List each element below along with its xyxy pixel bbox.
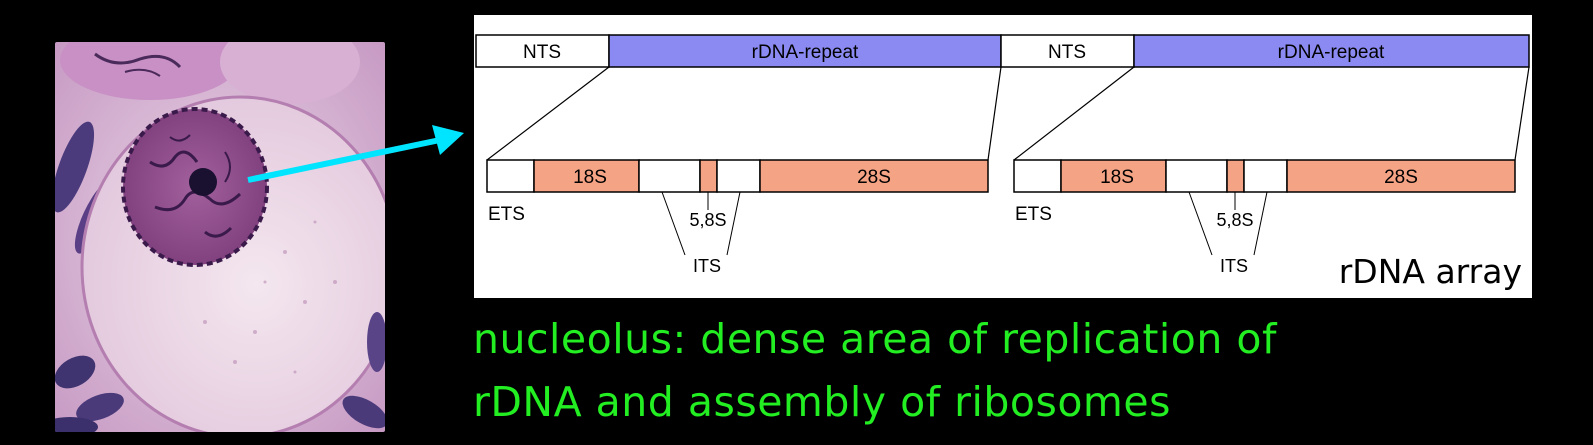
its-label: ITS xyxy=(1220,256,1248,276)
its1-segment xyxy=(1166,160,1227,192)
ets-label: ETS xyxy=(488,204,525,225)
pointer-arrow-head xyxy=(432,125,464,155)
18s-label: 18S xyxy=(1100,167,1134,188)
nts-label-1: NTS xyxy=(523,42,561,63)
ets-label: ETS xyxy=(1015,204,1052,225)
its-label: ITS xyxy=(693,256,721,276)
rdna-array-label: rDNA array xyxy=(1339,252,1522,291)
28s-label: 28S xyxy=(857,167,891,188)
5-8s-label: 5,8S xyxy=(1216,210,1253,230)
5-8s-segment xyxy=(700,160,717,192)
pointer-arrow-shaft xyxy=(248,140,440,180)
nts-label-2: NTS xyxy=(1048,42,1086,63)
ets-segment xyxy=(1014,160,1061,192)
caption-line-2: rDNA and assembly of ribosomes xyxy=(473,378,1171,426)
5-8s-label: 5,8S xyxy=(689,210,726,230)
its1-segment xyxy=(639,160,700,192)
18s-label: 18S xyxy=(573,167,607,188)
rdna-repeat-label-1: rDNA-repeat xyxy=(752,42,859,63)
ets-segment xyxy=(487,160,534,192)
its2-segment xyxy=(1244,160,1287,192)
28s-label: 28S xyxy=(1384,167,1418,188)
rdna-repeat-label-2: rDNA-repeat xyxy=(1278,42,1385,63)
5-8s-segment xyxy=(1227,160,1244,192)
its2-segment xyxy=(717,160,760,192)
caption-line-1: nucleolus: dense area of replication of xyxy=(473,315,1277,363)
